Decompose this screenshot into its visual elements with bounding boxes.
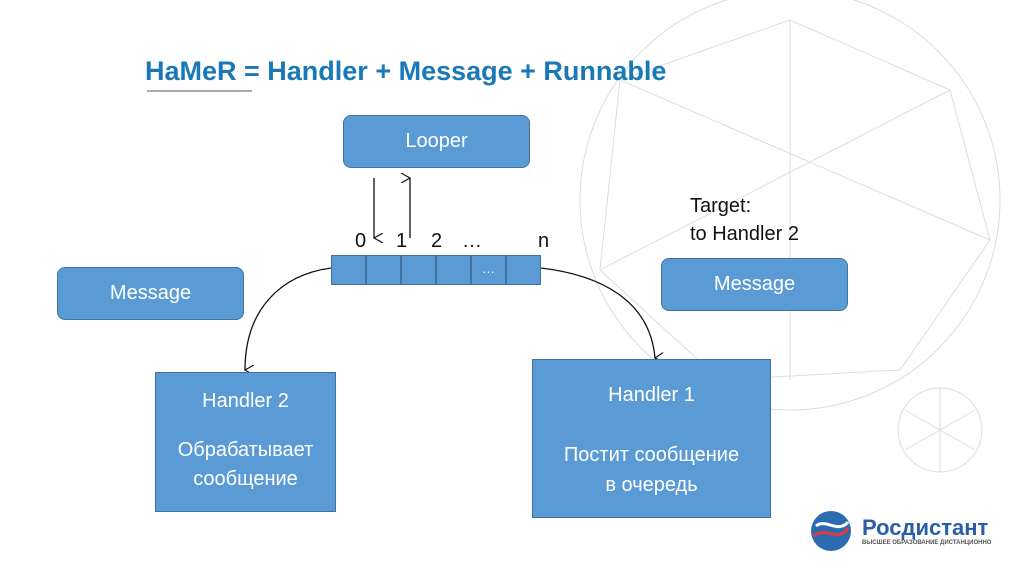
target-label: Target: to Handler 2 bbox=[690, 192, 799, 248]
target-line1: Target: bbox=[690, 195, 752, 217]
queue-index: 2 bbox=[431, 230, 443, 252]
queue-cell bbox=[436, 255, 471, 285]
queue-cell bbox=[401, 255, 436, 285]
message-box-right: Message bbox=[661, 258, 848, 311]
queue-cell bbox=[366, 255, 401, 285]
handler1-title: Handler 1 bbox=[608, 384, 695, 406]
title-underline bbox=[147, 90, 252, 92]
handler1-desc: Постит сообщение bbox=[563, 444, 740, 466]
handler1-box: Handler 1 Постит сообщение в очередь bbox=[532, 359, 771, 518]
rosdistant-logo: Росдистант ВЫСШЕЕ ОБРАЗОВАНИЕ ДИСТАНЦИОН… bbox=[808, 508, 991, 554]
handler2-title: Handler 2 bbox=[202, 390, 289, 412]
queue-cell bbox=[506, 255, 541, 285]
slide-title: HaMeR = Handler + Message + Runnable bbox=[145, 56, 667, 86]
message-box-left: Message bbox=[57, 267, 244, 320]
handler2-desc: Обрабатывает bbox=[177, 439, 314, 461]
background-sphere-decoration bbox=[579, 0, 1001, 473]
handler1-desc: в очередь bbox=[605, 474, 698, 496]
queue-index: n bbox=[538, 230, 550, 252]
logo-tagline: ВЫСШЕЕ ОБРАЗОВАНИЕ ДИСТАНЦИОННО bbox=[862, 540, 992, 546]
queue-cell bbox=[331, 255, 366, 285]
arrow-queue-to-handler1 bbox=[540, 267, 655, 358]
logo-globe-icon bbox=[811, 511, 851, 551]
arrow-queue-to-handler2 bbox=[245, 267, 332, 370]
target-line2: to Handler 2 bbox=[690, 223, 799, 245]
logo-name: Росдистант bbox=[862, 515, 989, 540]
queue-index: 1 bbox=[396, 230, 408, 252]
queue-cell: … bbox=[471, 255, 506, 285]
handler2-desc: сообщение bbox=[193, 468, 298, 490]
looper-box: Looper bbox=[343, 115, 530, 168]
queue-index: … bbox=[462, 230, 482, 252]
handler2-box: Handler 2 Обрабатывает сообщение bbox=[155, 372, 336, 512]
queue-index: 0 bbox=[355, 230, 367, 252]
